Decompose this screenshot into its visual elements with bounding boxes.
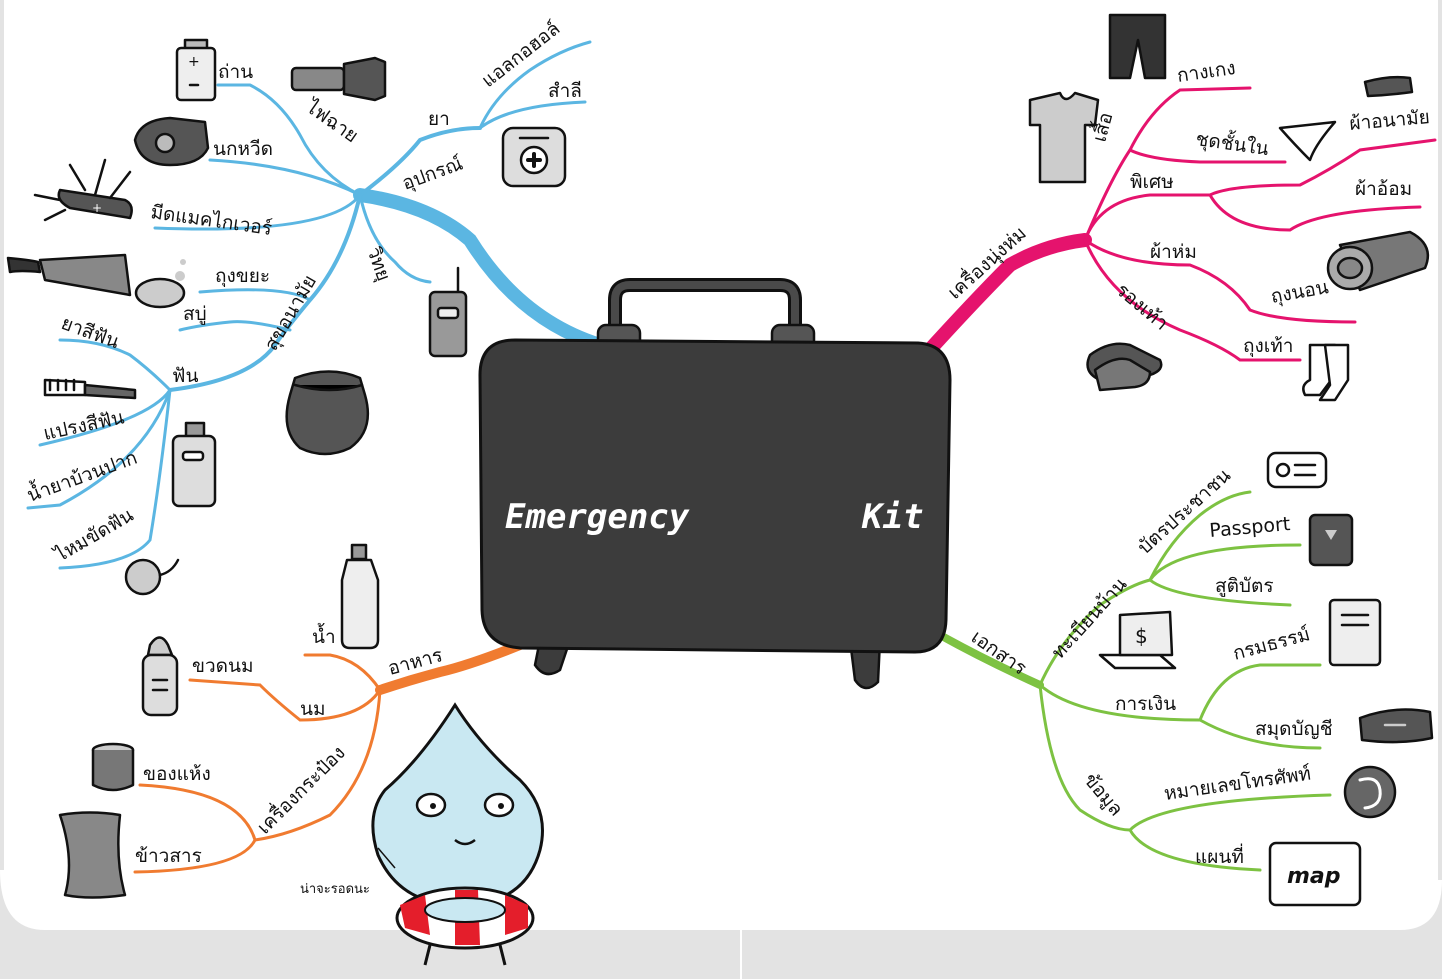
map-icon: map xyxy=(1268,841,1362,907)
pocket-knife-icon: + xyxy=(33,158,133,222)
underwear-label: ชุดชั้นใน xyxy=(1194,125,1270,161)
passport-label: Passport xyxy=(1209,513,1292,542)
phone-numbers-label: หมายเลขโทรศัพท์ xyxy=(1162,762,1312,805)
special-label: พิเศษ xyxy=(1130,171,1174,193)
garbage-bag-label: ถุงขยะ xyxy=(215,265,270,288)
water-label: น้ำ xyxy=(312,623,336,648)
rolled-blanket-icon xyxy=(1326,230,1430,292)
milk-label: นม xyxy=(300,698,326,720)
rice-label: ข้าวสาร xyxy=(135,845,202,867)
battery-label: ถ่าน xyxy=(218,61,253,83)
canned-label: เครื่องกระป๋อง xyxy=(251,740,350,839)
radio-icon xyxy=(428,266,468,358)
id-card-label: บัตรประชาชน xyxy=(1134,464,1235,558)
toothpaste-tube-icon xyxy=(6,253,132,297)
equipment-branch-label: อุปกรณ์ xyxy=(399,153,466,196)
sanitary-pad-icon xyxy=(1363,75,1414,98)
pants-icon xyxy=(1108,13,1167,80)
soap-label: สบู่ xyxy=(183,303,207,325)
shoes-label: รองเท้า xyxy=(1112,279,1173,335)
toothbrush-label: แปรงสีฟัน xyxy=(41,406,126,445)
svg-text:+: + xyxy=(188,54,200,70)
medical-kit-icon xyxy=(501,126,567,188)
bank-book-icon xyxy=(1358,708,1434,744)
battery-icon: + xyxy=(175,38,217,102)
svg-text:$: $ xyxy=(1135,624,1148,648)
teeth-label: ฟัน xyxy=(172,365,198,387)
diaper-label: ผ้าอ้อม xyxy=(1355,178,1412,200)
clothing-branch-lines xyxy=(918,86,1437,362)
whistle-label: นกหวีด xyxy=(213,138,273,160)
emergency-kit-suitcase: Emergency Kit xyxy=(478,278,952,690)
medicine-label: ยา xyxy=(428,108,450,130)
insurance-label: กรมธรรม์ xyxy=(1231,623,1313,665)
toothpaste-label: ยาสีฟัน xyxy=(58,312,122,353)
map-label: แผนที่ xyxy=(1195,843,1244,868)
baby-bottle-icon xyxy=(141,636,179,717)
phone-icon xyxy=(1343,765,1397,819)
rice-sack-icon xyxy=(58,811,127,899)
sleeping-bag-label: ถุงนอน xyxy=(1269,276,1330,309)
mouthwash-bottle-icon xyxy=(171,421,217,508)
shoes-icon xyxy=(1086,342,1163,392)
baby-bottle-label: ขวดนม xyxy=(192,655,254,677)
soap-icon xyxy=(134,259,186,309)
dental-floss-icon xyxy=(124,558,180,596)
toothbrush-icon xyxy=(43,378,137,400)
mouthwash-label: น้ำยาบ้วนปาก xyxy=(23,444,140,507)
cotton-label: สำลี xyxy=(548,80,582,102)
shirt-icon xyxy=(1028,91,1100,184)
equipment-branch-lines xyxy=(26,40,607,570)
id-card-icon xyxy=(1266,451,1328,489)
kit-title-right: Kit xyxy=(861,497,923,537)
food-branch-lines xyxy=(133,640,525,874)
kit-title-left: Emergency xyxy=(505,497,690,537)
pouch-bag-icon xyxy=(285,370,370,456)
flashlight-icon xyxy=(290,56,387,102)
knife-label: มีดแมคไกเวอร์ xyxy=(149,201,273,240)
finance-label: การเงิน xyxy=(1115,693,1176,715)
birth-certificate-label: สูติบัตร xyxy=(1215,575,1274,597)
radio-label: วิทยุ xyxy=(361,244,394,284)
map-icon-text: map xyxy=(1287,864,1341,889)
blanket-label: ผ้าห่ม xyxy=(1150,241,1197,263)
pants-label: กางเกง xyxy=(1176,57,1237,87)
mascot-caption: น่าจะรอดนะ xyxy=(300,882,370,897)
documents-branch-lines xyxy=(936,490,1332,872)
can-icon xyxy=(91,742,135,792)
insurance-document-icon xyxy=(1328,598,1382,667)
socks-label: ถุงเท้า xyxy=(1243,335,1293,358)
socks-icon xyxy=(1302,343,1350,402)
water-drop-mascot xyxy=(371,702,544,966)
passport-icon xyxy=(1308,513,1354,567)
whistle-icon xyxy=(133,116,210,167)
money-book-icon: $ xyxy=(1098,610,1177,670)
dry-food-label: ของแห้ง xyxy=(143,763,211,785)
svg-text:+: + xyxy=(92,201,102,215)
underwear-icon xyxy=(1278,120,1337,162)
water-bottle-icon xyxy=(340,543,380,650)
sanitary-pad-label: ผ้าอนามัย xyxy=(1349,106,1431,135)
flashlight-label: ไฟฉาย xyxy=(300,95,362,147)
bank-book-label: สมุดบัญชี xyxy=(1255,718,1333,741)
